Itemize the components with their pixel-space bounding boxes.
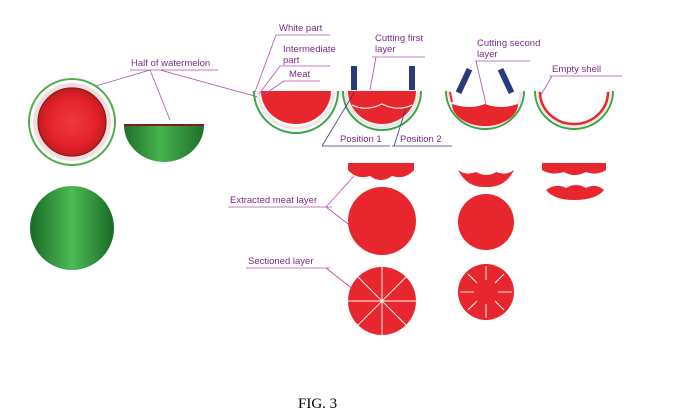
label-cutting-first-line1: Cutting first (375, 33, 423, 44)
figure-caption: FIG. 3 (298, 396, 337, 412)
leader-sectioned (246, 268, 354, 290)
label-meat: Meat (289, 69, 310, 80)
label-extracted-meat-layer: Extracted meat layer (230, 195, 317, 206)
label-position-1: Position 1 (340, 134, 382, 145)
label-intermediate-line1: Intermediate (283, 44, 336, 55)
label-empty-shell: Empty shell (552, 64, 601, 75)
sectioned-disc-1 (348, 267, 416, 335)
bowl-cutting-first-layer (343, 66, 421, 130)
label-sectioned-layer: Sectioned layer (248, 256, 313, 267)
empty-shell (535, 91, 613, 129)
extracted-disc-2 (458, 194, 514, 250)
extracted-piece-3b (546, 185, 604, 200)
half-watermelon-top-view (29, 79, 115, 165)
blade-left (351, 66, 357, 90)
label-white-part: White part (279, 23, 323, 34)
label-half-of-watermelon: Half of watermelon (131, 58, 210, 69)
blade-left-angled (456, 68, 472, 94)
leader-cutting-first (370, 57, 425, 90)
sectioned-disc-2 (458, 264, 514, 320)
label-position-2: Position 2 (400, 134, 442, 145)
bowl-rind-layers (254, 91, 338, 133)
label-cutting-second-line2: layer (477, 49, 498, 60)
leader-half-of-watermelon (96, 70, 258, 120)
extracted-disc-1 (348, 187, 416, 255)
extracted-piece-2 (458, 170, 514, 187)
blade-right (409, 66, 415, 90)
label-intermediate-line2: part (283, 55, 300, 66)
whole-watermelon (30, 186, 114, 270)
extracted-piece-1 (348, 163, 414, 180)
extracted-piece-3a (542, 163, 606, 175)
label-cutting-second-line1: Cutting second (477, 38, 540, 49)
half-watermelon-side-view (124, 125, 204, 162)
label-cutting-first-line2: layer (375, 44, 396, 55)
blade-right-angled (498, 68, 514, 94)
